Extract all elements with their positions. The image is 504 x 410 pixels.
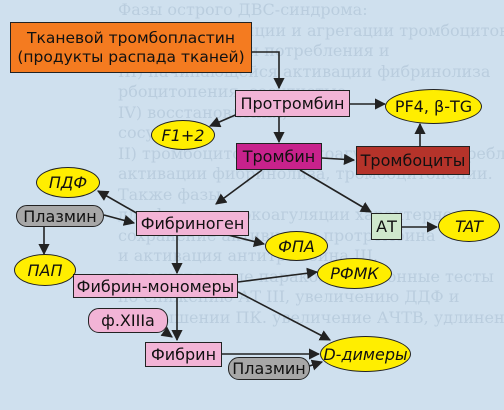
fibrin-box: Фибрин [145, 342, 222, 367]
rfmk-ellipse: РФМК [317, 258, 392, 289]
thrombin-box: Тромбин [236, 143, 322, 170]
factor-xiiia-pill: ф.XIIIa [88, 308, 168, 333]
plasmin-pill-upper: Плазмин [16, 205, 104, 227]
plasmin-pill-lower: Плазмин [228, 357, 310, 380]
pdf-ellipse: ПДФ [36, 167, 100, 198]
fpa-ellipse: ФПА [265, 231, 328, 261]
fibrin-monomers-box: Фибрин-мономеры [73, 274, 238, 298]
pap-ellipse: ПАП [14, 254, 76, 286]
tissue-thromboplastin-box: Тканевой тромбопластин (продукты распада… [10, 22, 252, 73]
at-box: АТ [371, 213, 402, 240]
tat-ellipse: TAT [438, 210, 500, 242]
arrow-plasmin-fibrinogen [103, 214, 136, 226]
prothrombin-box: Протромбин [235, 90, 350, 117]
d-dimers-ellipse: D-димеры [320, 336, 411, 372]
f1-2-ellipse: F1+2 [151, 120, 215, 150]
arrow-thrombin-at [299, 169, 372, 213]
arrow-thromboplastin-prothrombin [252, 51, 285, 90]
arrow-monomers-rfmk [237, 267, 319, 283]
arrow-thrombin-fibrinogen [215, 169, 263, 205]
fibrinogen-box: Фибриноген [136, 211, 249, 236]
arrow-monomers-ddimers [237, 291, 331, 341]
pf4-btg-ellipse: PF4, β-TG [385, 89, 482, 124]
arrow-f13a-fibrin [160, 326, 173, 338]
arrow-thrombin-platelets [321, 153, 356, 165]
arrow-fibrinogen-pdf [97, 190, 141, 216]
platelets-box: Тромбоциты [356, 146, 470, 175]
